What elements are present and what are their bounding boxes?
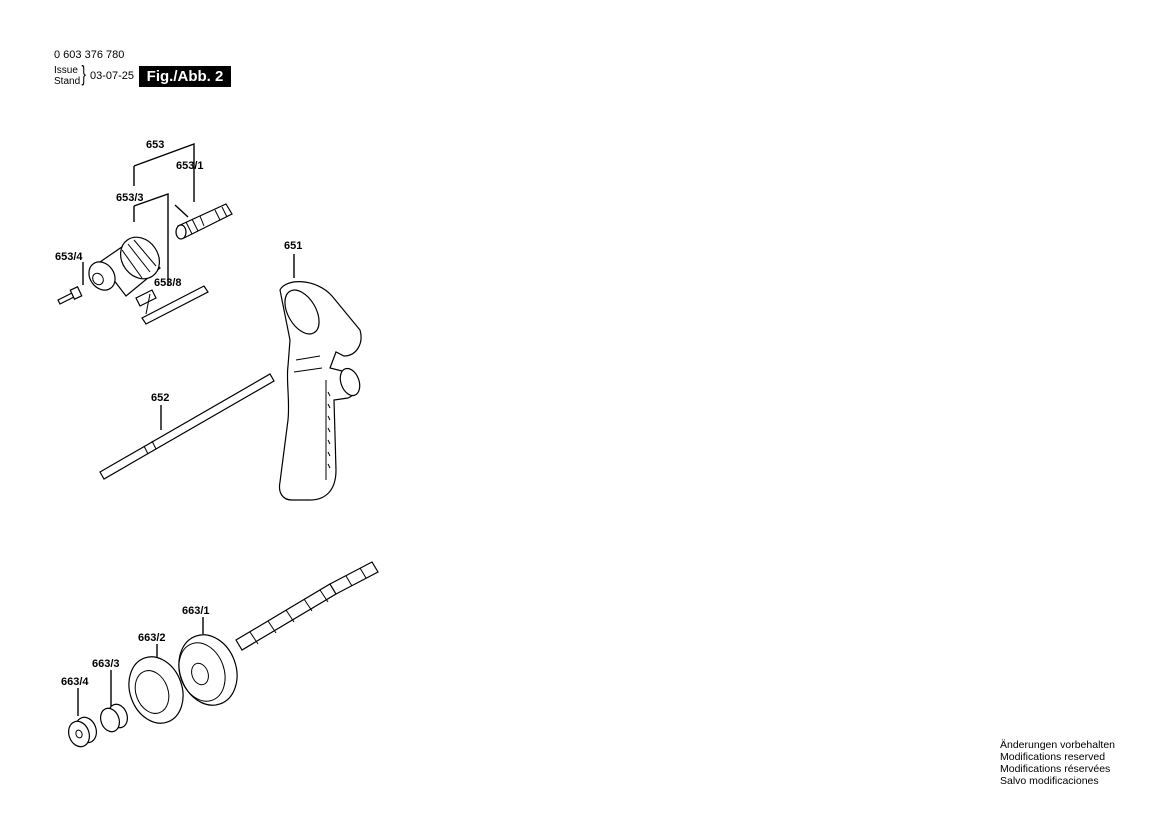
callout-653-8: 653/8 [154, 277, 182, 289]
bracket-653-3 [133, 193, 169, 286]
note-de: Änderungen vorbehalten [1000, 739, 1116, 751]
drill-bit-shank [329, 561, 379, 595]
figure-badge: Fig./Abb. 2 [139, 66, 231, 87]
leader-653-1 [174, 204, 189, 218]
issue-label: Issue [54, 65, 78, 76]
part-number: 0 603 376 780 [54, 49, 125, 61]
auxiliary-handle-group: 651 [278, 240, 362, 501]
brace-glyph: } [81, 61, 86, 86]
bracket-653 [133, 142, 195, 202]
stand-label: Stand [54, 76, 81, 87]
issue-date: 03-07-25 [90, 70, 135, 82]
sds-adapter-part [175, 203, 233, 240]
note-fr: Modifications réservées [1000, 763, 1111, 775]
modification-notes: Änderungen vorbehalten Modifications res… [1000, 739, 1115, 787]
callout-653-4: 653/4 [55, 251, 83, 263]
callout-653-3: 653/3 [116, 192, 144, 204]
handle-clamp-knob [339, 367, 361, 397]
callout-663-3: 663/3 [92, 658, 120, 670]
chuck-key-part [135, 285, 209, 325]
handle-body [278, 281, 362, 501]
callout-663-4: 663/4 [61, 676, 89, 688]
note-es: Salvo modificaciones [1000, 775, 1099, 787]
callout-651: 651 [284, 240, 302, 252]
callout-663-2: 663/2 [138, 632, 166, 644]
drill-bit-flute [235, 583, 337, 651]
callout-653: 653 [146, 139, 164, 151]
chuck-screw-part [57, 285, 83, 305]
handle-clamp-ring [284, 289, 320, 335]
depth-stop-group: 652 [99, 373, 275, 480]
callout-652: 652 [151, 392, 169, 404]
depth-stop-rod [99, 373, 275, 480]
note-en: Modifications reserved [1000, 751, 1106, 763]
dust-protection-group: 663/1 663/2 663/3 663/4 [61, 605, 238, 748]
drill-bit-group [235, 561, 379, 651]
key-chuck-part [88, 236, 161, 297]
chuck-assembly-group: 653 653/1 653/3 653/4 653/8 [55, 139, 233, 325]
callout-653-1: 653/1 [176, 160, 204, 172]
callout-663-1: 663/1 [182, 605, 210, 617]
